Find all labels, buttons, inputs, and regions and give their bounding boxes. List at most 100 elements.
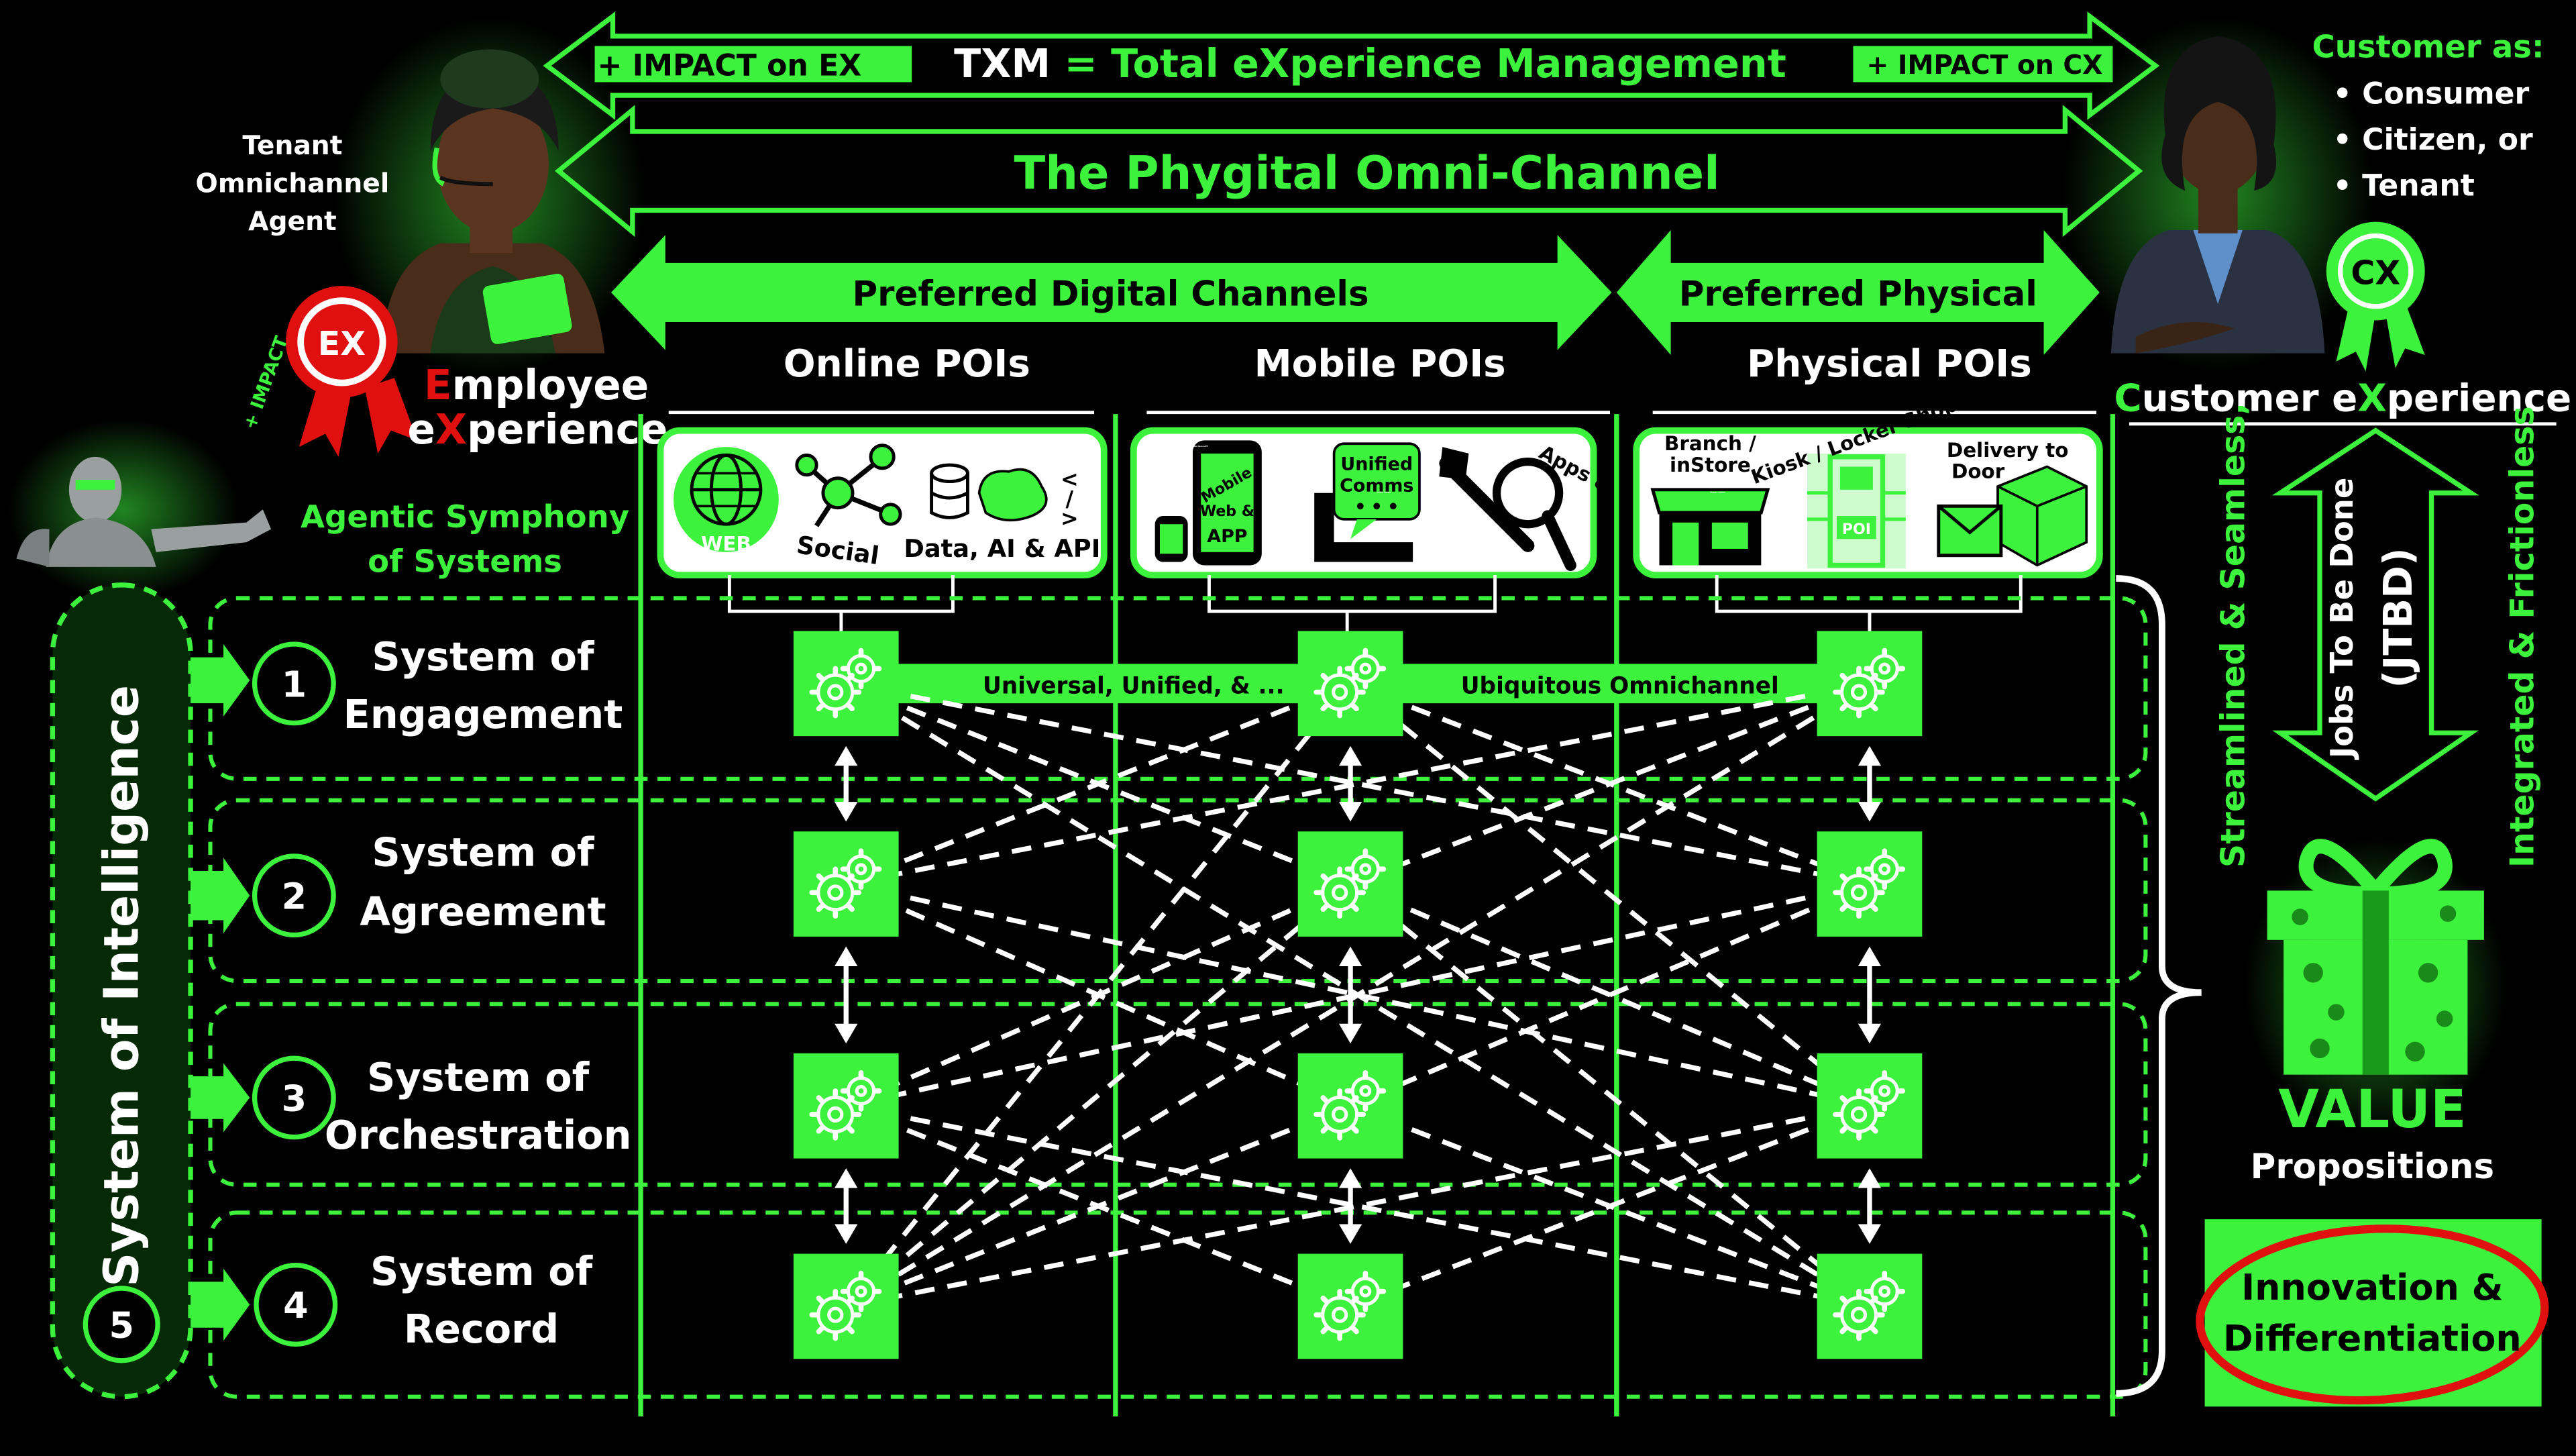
cross-connections (844, 681, 1872, 1309)
system-2-number: 2 (282, 875, 307, 917)
unified-comms-label-2: Comms (1340, 475, 1413, 496)
system-4-line2: Record (404, 1306, 559, 1352)
gift-icon (2244, 837, 2508, 1134)
system-node-gears-icon (1297, 1053, 1403, 1159)
physical-pois-title: Physical POIs (1747, 342, 2032, 386)
branch-label-1: Branch / (1664, 432, 1756, 455)
ex-badge: EX (286, 286, 418, 457)
impact-cx-label: + IMPACT on CX (1866, 50, 2102, 81)
branch-label-2: inStore (1670, 454, 1751, 476)
system-node-gears-icon (793, 1253, 899, 1359)
propositions-label: Propositions (2251, 1147, 2494, 1187)
delivery-label-1: Delivery to (1947, 439, 2069, 462)
svg-text:APP: APP (1207, 526, 1247, 547)
jtbd-line1: Jobs To Be Done (2324, 478, 2360, 761)
innovation-box: Innovation & Differentiation (2196, 1219, 2549, 1407)
delivery-door-icon: Delivery to Door Delivery to Door (1937, 439, 2088, 567)
customer-role-2: • Citizen, or (2333, 123, 2533, 157)
system-2-line2: Agreement (360, 888, 606, 935)
system-3-line1: System of (367, 1054, 590, 1100)
jtbd-line2: (JTBD) (2375, 548, 2421, 688)
customer-heading: Customer as: (2312, 29, 2544, 65)
omnichannel-bar-left: Universal, Unified, & ... (983, 672, 1285, 699)
digital-channels-arrow: Preferred Digital Channels (611, 235, 1612, 350)
mobile-pois-title: Mobile POIs (1254, 342, 1506, 386)
system-node-gears-icon (793, 831, 899, 937)
system-nodes (793, 631, 1923, 1359)
customer-experience-title: Customer eXperience (2114, 376, 2571, 420)
system-4-number: 4 (283, 1284, 308, 1327)
jtbd-arrow: Jobs To Be Done (JTBD) (2271, 427, 2479, 802)
innovation-line2: Differentiation (2223, 1317, 2522, 1359)
system-3-number: 3 (282, 1078, 307, 1120)
streamlined-label: Streamlined & Seamless, (2214, 403, 2252, 868)
intelligence-number: 5 (109, 1304, 133, 1346)
ex-ribbon-text: + IMPACT (239, 333, 292, 432)
system-4-line1: System of (370, 1248, 594, 1294)
impact-ex-label: + IMPACT on EX (597, 49, 861, 83)
unified-comms-label-1: Unified (1340, 454, 1413, 474)
physical-poi-box: Branch / inStore Branch / inStore POI Ki… (1633, 393, 2103, 579)
phygital-arrow: The Phygital Omni-Channel (554, 105, 2143, 238)
agent-label-3: Agent (248, 207, 337, 237)
system-node-gears-icon (1817, 1253, 1923, 1359)
delivery-label-2: Door (1951, 460, 2005, 483)
system-1-line2: Engagement (343, 691, 623, 737)
kiosk-poi-label: POI (1842, 521, 1871, 538)
system-node-gears-icon (1297, 631, 1403, 737)
svg-text:Branch / inStore: Branch / inStore (1710, 492, 1725, 494)
txm-title: TXM = Total eXperience Management (954, 40, 1786, 87)
intelligence-label: System of Intelligence (94, 685, 150, 1287)
svg-text:>: > (1061, 506, 1079, 531)
system-of-intelligence: System of Intelligence 5 (50, 582, 193, 1400)
mobile-poi-box: Mobile Web & APP Mobile Web & APP Unifie… (1130, 427, 1672, 579)
mobile-app-icon: Mobile Web & APP Mobile Web & APP (1155, 440, 1262, 566)
globe-icon: WEB (674, 447, 779, 555)
system-1-line1: System of (372, 633, 595, 680)
customer-role-1: • Consumer (2333, 76, 2530, 111)
globe-icon-label: WEB (701, 532, 751, 555)
unified-comms-icon: Unified Comms Unified Comms (1314, 442, 1421, 562)
branch-store-icon: Branch / inStore Branch / inStore (1650, 432, 1770, 566)
system-2-line1: System of (372, 829, 595, 876)
customer-role-3: • Tenant (2333, 168, 2475, 203)
employee-experience-line1: Employee (424, 362, 649, 409)
system-node-gears-icon (1817, 831, 1923, 937)
employee-experience-line2: eXperience (407, 406, 667, 454)
system-node-gears-icon (1817, 631, 1923, 737)
txm-arrow: + IMPACT on EX + IMPACT on CX TXM = Tota… (543, 11, 2160, 120)
social-network-icon: Social (795, 444, 902, 570)
online-pois-title: Online POIs (784, 342, 1030, 386)
digital-channels-label: Preferred Digital Channels (852, 274, 1368, 315)
phygital-title: The Phygital Omni-Channel (1014, 147, 1719, 201)
svg-text:Delivery to Door: Delivery to Door (2008, 459, 2023, 461)
system-3-line2: Orchestration (325, 1112, 632, 1158)
value-label: VALUE (2278, 1079, 2466, 1140)
system-node-gears-icon (1297, 831, 1403, 937)
online-poi-box: WEB Social < / > Data, AI & API (657, 427, 1108, 579)
agent-label-2: Omnichannel (196, 169, 390, 199)
robot-icon (8, 419, 272, 600)
value-brace (2116, 575, 2202, 1397)
physical-channels-label: Preferred Physical (1679, 274, 2037, 315)
system-labels: 1 System of Engagement 2 System of Agree… (252, 633, 632, 1352)
employee-avatar (333, 16, 646, 378)
innovation-line1: Innovation & (2241, 1266, 2503, 1308)
integrated-label: Integrated & Frictionless (2503, 406, 2541, 868)
svg-text:Web &: Web & (1200, 503, 1254, 520)
system-node-gears-icon (793, 1053, 899, 1159)
system-node-gears-icon (1817, 1053, 1923, 1159)
mobile-app-label: Mobile Web & APP (1191, 446, 1209, 448)
data-ai-api-label: Data, AI & API (904, 534, 1100, 563)
svg-text:/: / (1065, 486, 1073, 511)
svg-text:<: < (1061, 466, 1079, 492)
data-ai-api-icon: < / > Data, AI & API (904, 463, 1100, 563)
vertical-arrows (835, 745, 1882, 1244)
omnichannel-bar-right: Ubiquitous Omnichannel (1461, 672, 1779, 699)
intelligence-arrows (191, 644, 250, 1341)
agentic-line1: Agentic Symphony (301, 499, 629, 535)
agent-label-1: Tenant (242, 131, 342, 161)
system-1-number: 1 (282, 663, 307, 705)
